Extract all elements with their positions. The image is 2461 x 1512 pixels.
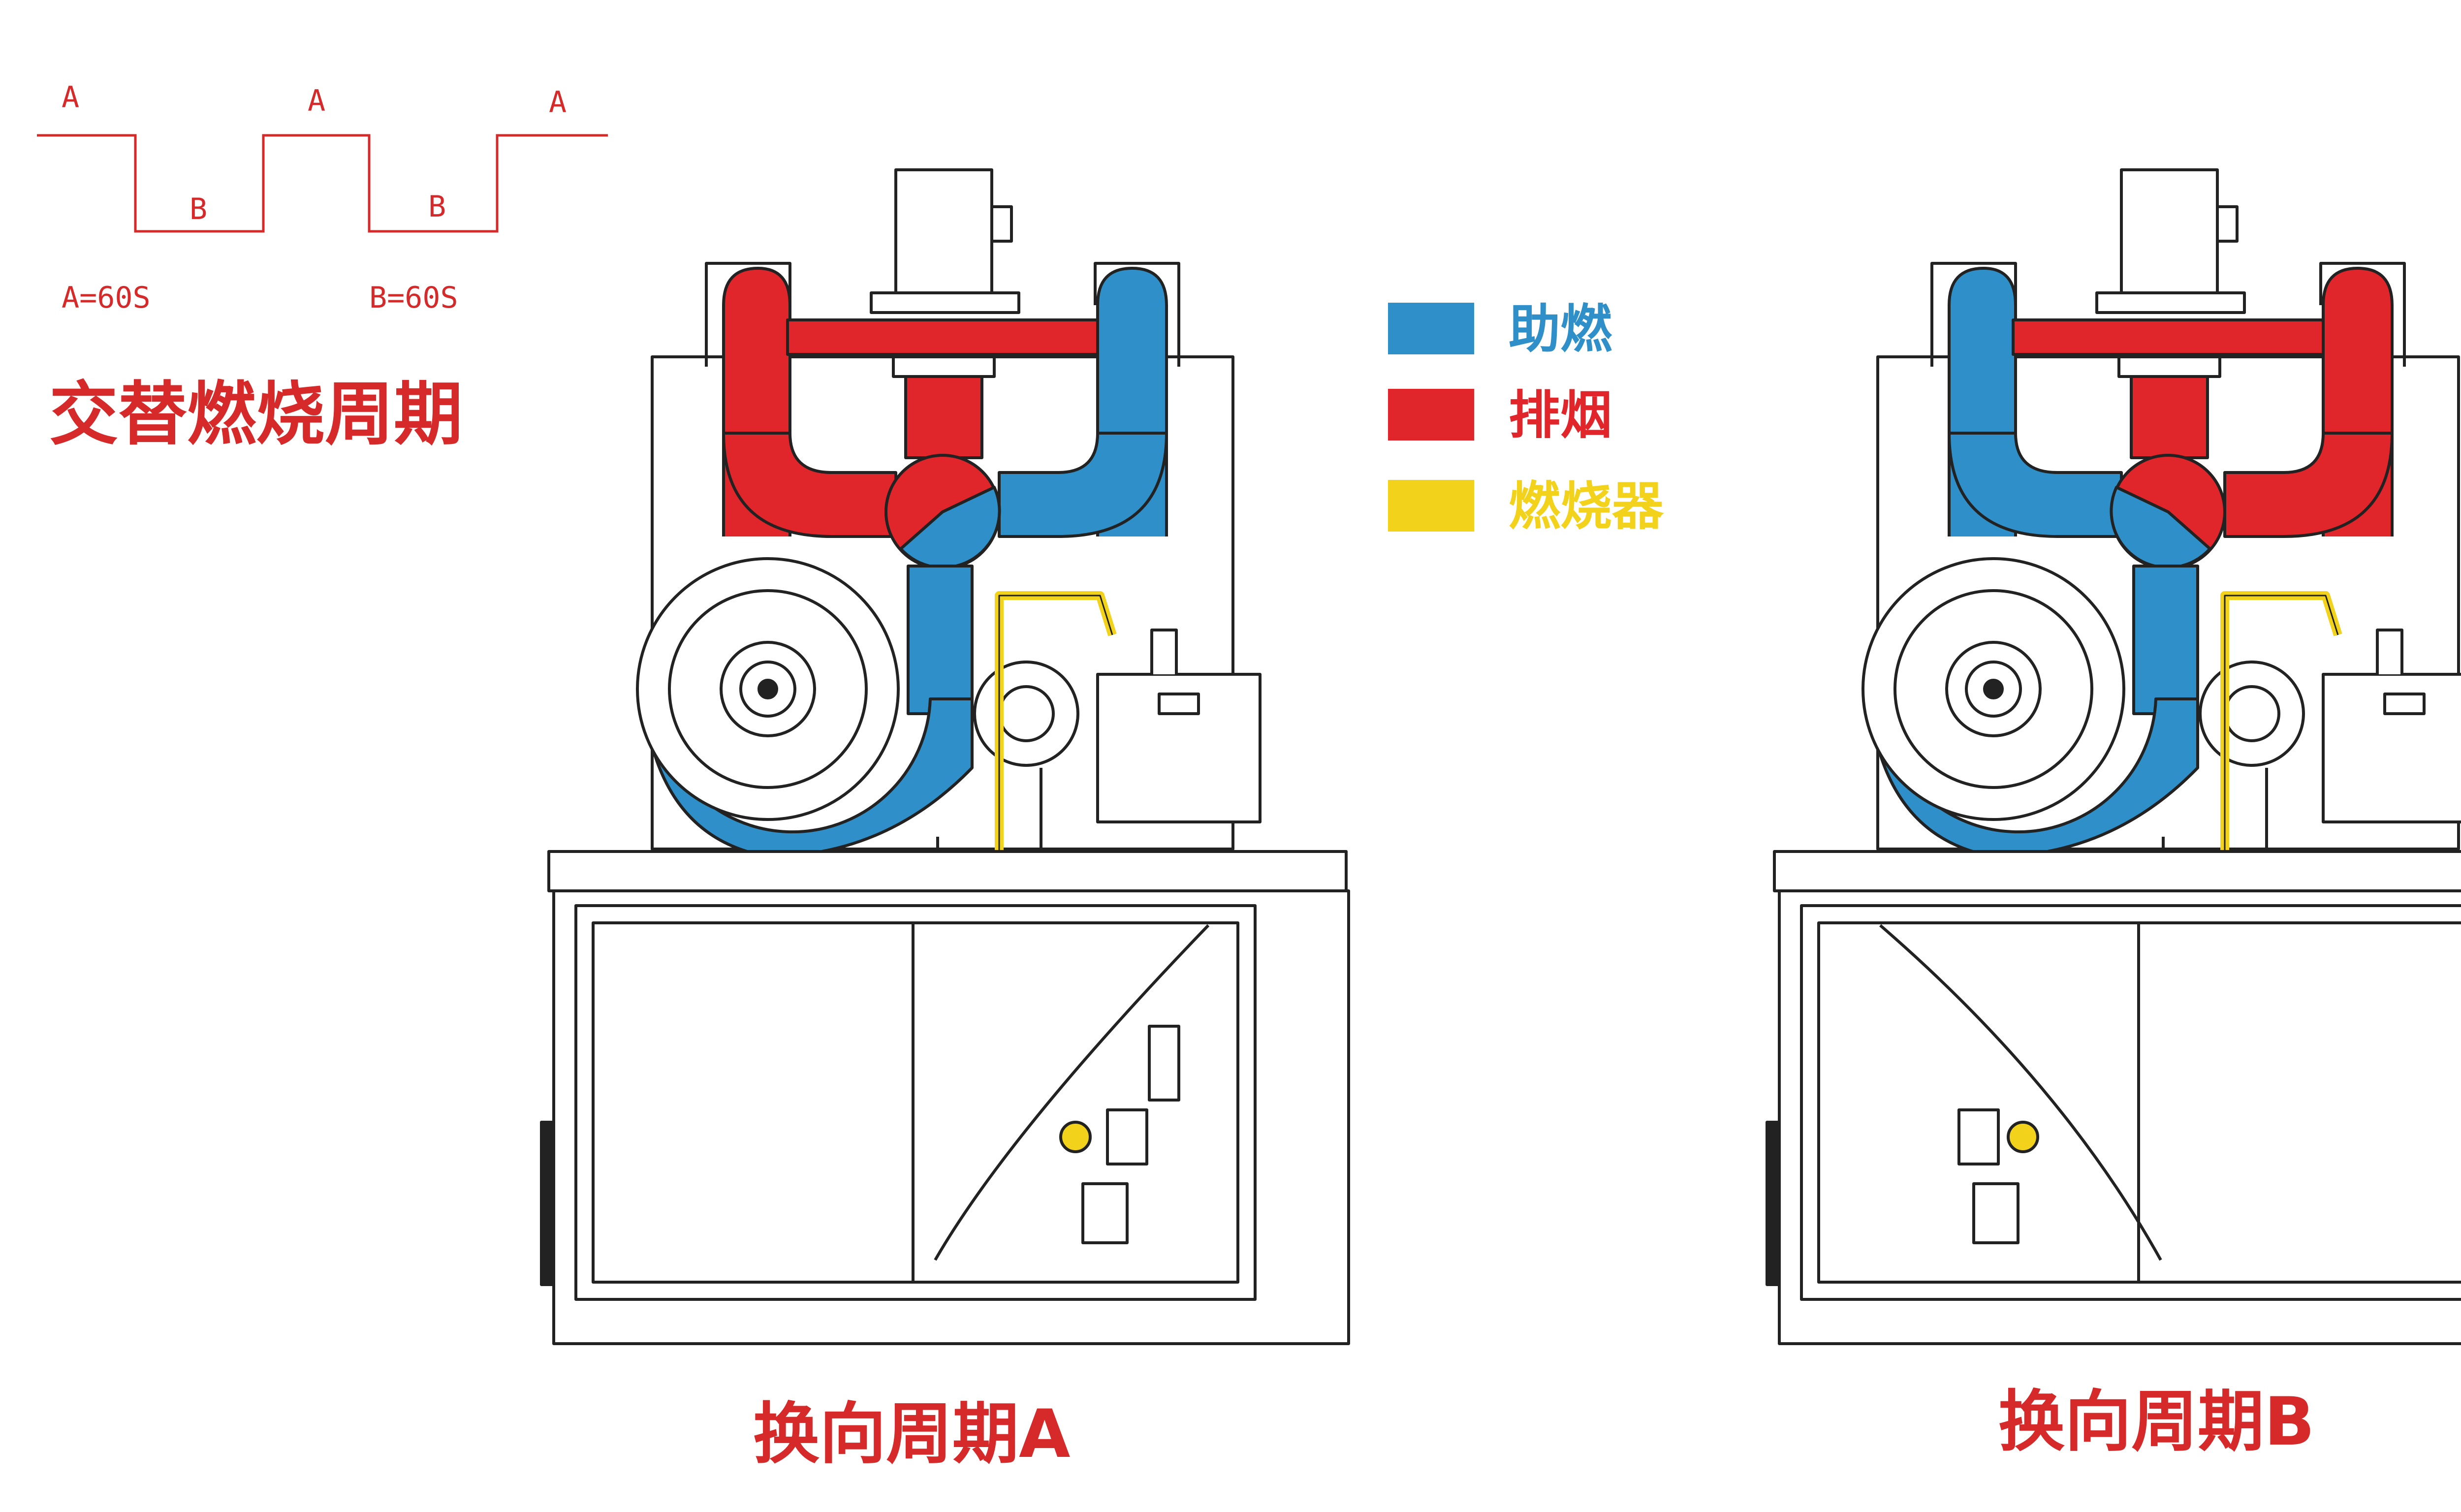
wave-label-a2: A xyxy=(308,84,325,118)
legend-label-burner: 燃烧器 xyxy=(1509,476,1664,536)
cycle-title: 交替燃烧周期 xyxy=(49,375,463,455)
legend-swatch-burner xyxy=(1388,480,1474,532)
timing-a-label: A=60S xyxy=(62,281,151,315)
wave-label-b1: B xyxy=(189,192,207,226)
legend: 助燃 排烟 燃烧器 xyxy=(1388,299,1664,536)
wave-label-b2: B xyxy=(428,189,446,224)
legend-swatch-exhaust xyxy=(1388,389,1474,441)
unit-a-caption: 换向周期A xyxy=(753,1395,1070,1473)
legend-label-air: 助燃 xyxy=(1509,299,1612,359)
wave-label-a1: A xyxy=(62,80,79,115)
legend-swatch-air xyxy=(1388,303,1474,354)
cycle-waveform xyxy=(37,134,608,233)
timing-b-label: B=60S xyxy=(369,281,458,315)
legend-label-exhaust: 排烟 xyxy=(1509,385,1612,445)
unit-b xyxy=(1766,168,2461,1345)
unit-b-caption: 换向周期B xyxy=(1998,1383,2315,1460)
wave-label-a3: A xyxy=(549,85,567,120)
unit-a xyxy=(540,168,1350,1345)
